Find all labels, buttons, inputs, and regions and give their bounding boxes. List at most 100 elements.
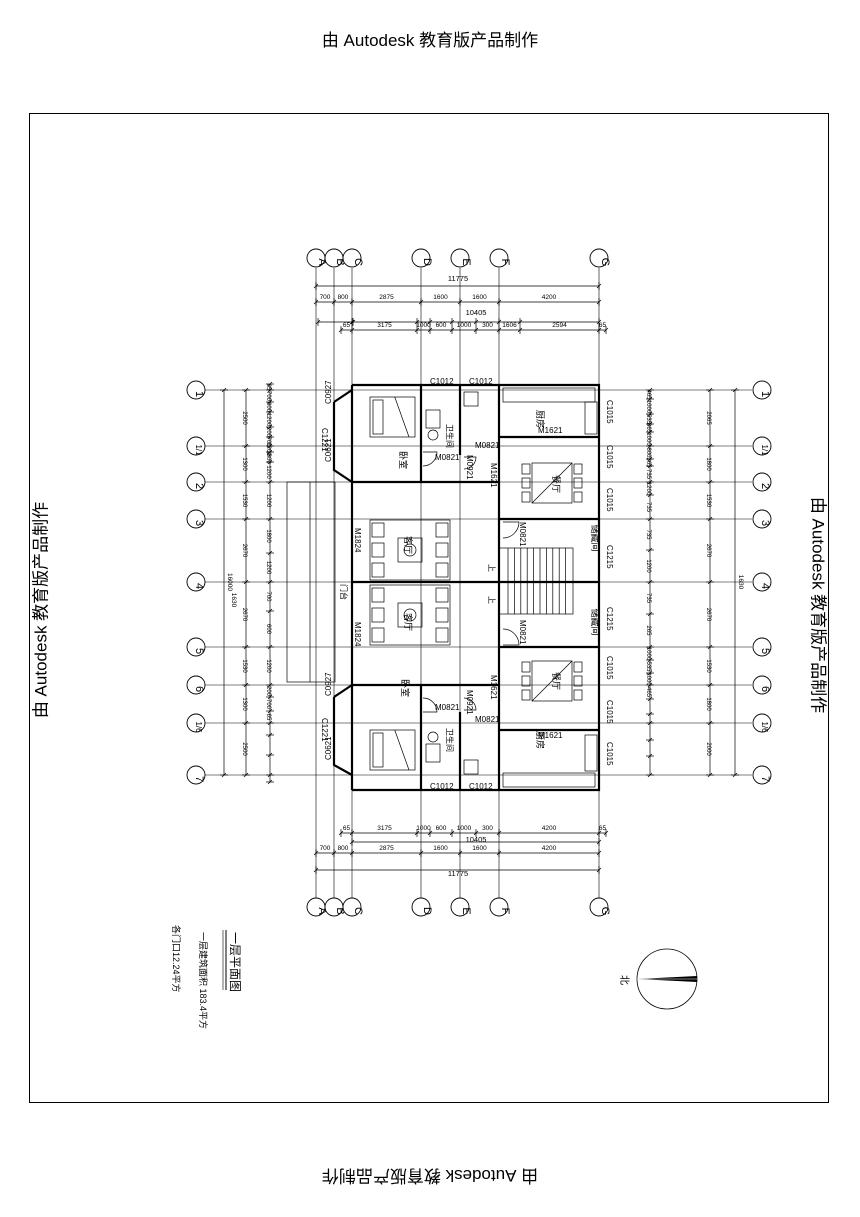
dim-top-row3-slash — [427, 319, 433, 325]
axis-label-C: C — [352, 907, 364, 915]
dim-right-col2-slash — [647, 516, 653, 522]
dim-top-row2-slash — [596, 327, 602, 333]
axis-label-E: E — [460, 258, 472, 265]
axis-label-G: G — [599, 258, 611, 267]
dim-bot-overall-slash — [313, 867, 319, 873]
stair-up-top: 上 — [487, 564, 496, 572]
axis-label-D: D — [421, 258, 433, 266]
dim-right-col2-label: 1200 — [645, 482, 651, 496]
wall-right-box — [499, 383, 601, 792]
axis-label-row: 4 — [193, 583, 205, 589]
tag-c1215-2: C1215 — [605, 607, 614, 631]
tag-c1015-6: C1015 — [605, 742, 614, 766]
dim-left-col-slash — [243, 720, 249, 726]
bed-top-cover — [394, 396, 410, 438]
dim-right-col2-slash — [647, 492, 653, 498]
dim-right-col-slash — [707, 443, 713, 449]
room-bath-top: 卫生间 — [445, 424, 455, 448]
dim-left-col2-slash — [267, 387, 273, 393]
axis-bubble-row — [186, 675, 206, 695]
dim-left-col2-slash — [267, 644, 273, 650]
tag-m1824-bottom: M1824 — [353, 622, 362, 647]
axis-label-row: 3 — [193, 520, 205, 526]
axis-bubble-F — [489, 248, 509, 268]
sofa-top-table — [397, 537, 423, 563]
dim-left-col-label: 1300 — [241, 457, 247, 471]
basin-bottom — [427, 731, 439, 743]
dim-right-col2-label: 1200 — [645, 559, 651, 573]
bed-bottom-pillow — [372, 732, 384, 768]
dim-right-col2-label: 265 — [645, 625, 651, 636]
dim-top-row3-slash — [350, 319, 356, 325]
dim-bot-row1-slash — [349, 850, 355, 856]
tag-c0927-bottom: C0927 — [324, 672, 333, 696]
north-arrow: 北 — [618, 948, 698, 1010]
axis-bubble-E — [450, 897, 470, 917]
dim-left-col2-label: 65 — [265, 384, 271, 391]
room-terrace: 门台 — [339, 584, 349, 600]
tag-m0821-a: M0821 — [475, 441, 500, 450]
dim-left-1630: 1630 — [230, 593, 237, 608]
room-kitchen-bottom: 厨房 — [535, 731, 546, 749]
dim-right-col2-label: 735 — [645, 529, 651, 540]
dim-left-col-label: 1530 — [241, 659, 247, 673]
dim-right-col2-label: 465 — [645, 389, 651, 400]
door-storage-top — [502, 521, 520, 539]
tag-c0927-top: C0927 — [324, 380, 333, 404]
dim-top-row2-slash — [427, 327, 433, 333]
axis-bubble-row — [186, 472, 206, 492]
dim-right-col-label: 1800 — [705, 697, 711, 711]
dim-right-col2-slash — [647, 421, 653, 427]
dim-right-col2-slash — [647, 479, 653, 485]
dim-top-row1-slash — [331, 299, 337, 305]
dim-bot-inner-slash — [596, 839, 602, 845]
tag-m1621-side-top: M1621 — [489, 463, 498, 488]
axis-bubble-C — [342, 897, 362, 917]
dim-top-row1-slash — [418, 299, 424, 305]
dim-right-col2-slash — [647, 463, 653, 469]
axis-bubble-row — [752, 637, 772, 657]
dim-bot-row2-label: 3175 — [377, 825, 392, 832]
note-title: 一层平面图 — [228, 932, 242, 992]
dim-top-row1-slash — [457, 299, 463, 305]
dim-right-col2-slash — [647, 711, 653, 717]
dim-left-col2-slash — [267, 424, 273, 430]
dim-right-col2-slash — [647, 753, 653, 759]
dim-right-col2-label: 265 — [645, 423, 651, 434]
dim-top-row1-slash — [313, 299, 319, 305]
axis-bubble-row — [752, 436, 772, 456]
dim-left-col2-slash — [267, 682, 273, 688]
dim-left-col2-slash — [267, 779, 273, 785]
dim-right-col2-slash — [647, 611, 653, 617]
sofa-top-seat — [371, 542, 385, 558]
dim-left-col2-label: 700 — [265, 391, 271, 402]
axis-label-row: 4 — [759, 583, 771, 589]
dim-top-row2-slash — [449, 327, 455, 333]
dim-left-col2-slash — [267, 399, 273, 405]
axis-bubble-row — [186, 765, 206, 785]
sofa-bottom-seat — [371, 587, 385, 603]
axis-bubble-row — [752, 509, 772, 529]
dim-bot-row2-label: 1000 — [457, 825, 472, 832]
axis-label-row: 2 — [193, 483, 205, 489]
dining-top-diag — [531, 462, 573, 504]
tag-c1012-d: C1012 — [469, 782, 493, 791]
dim-right-col2-slash — [647, 387, 653, 393]
shower-bottom — [463, 759, 479, 775]
dining-bottom-diag — [531, 660, 573, 702]
axis-label-row: 2 — [759, 483, 771, 489]
axis-bubble-row — [186, 713, 206, 733]
room-bedroom-top: 卧室 — [398, 451, 409, 469]
dim-right-col2-label: 735 — [645, 469, 651, 480]
dim-left-col2-label: 1800 — [265, 450, 271, 464]
dim-bot-row1-label: 1600 — [433, 845, 448, 852]
dim-bot-row2-label: 300 — [482, 825, 493, 832]
dim-bot-row1-slash — [496, 850, 502, 856]
dim-top-row2-slash — [414, 327, 420, 333]
dim-bot-row1-slash — [596, 850, 602, 856]
dim-top-row2-label: 1000 — [416, 322, 431, 329]
door-bed-bottom — [422, 697, 438, 713]
dim-right-col-label: 2065 — [705, 411, 711, 425]
dim-left-col-slash — [243, 644, 249, 650]
dim-bot-row2-slash — [414, 830, 420, 836]
